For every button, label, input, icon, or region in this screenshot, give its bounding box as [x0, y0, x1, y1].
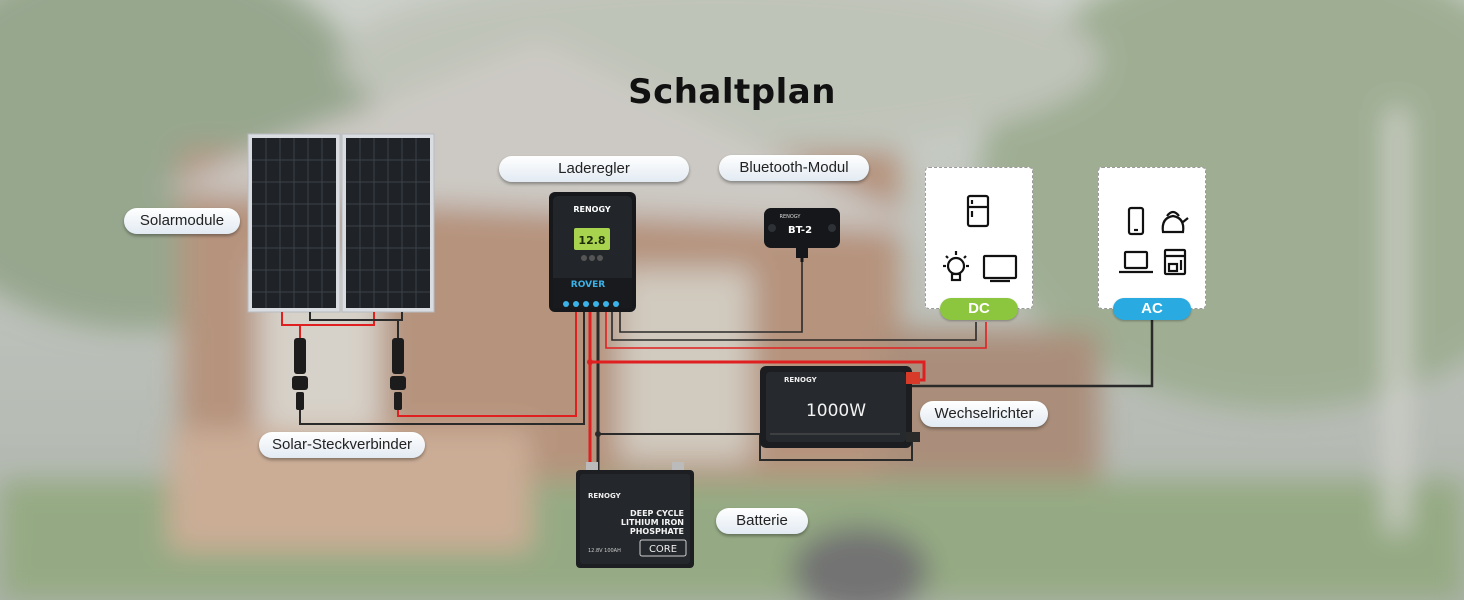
battery-device: RENOGY DEEP CYCLE LITHIUM IRON PHOSPHATE… — [576, 462, 694, 568]
page-title: Schaltplan — [628, 72, 836, 112]
inverter-power: 1000W — [806, 401, 866, 421]
bluetooth-module-device: RENOGY BT-2 — [764, 208, 840, 262]
ac-loads-card — [1098, 167, 1206, 309]
light-bulb-icon — [943, 251, 969, 282]
controller-brand: RENOGY — [573, 205, 611, 214]
label-solar-modules: Solarmodule — [124, 208, 240, 234]
battery-spec: 12.8V 100AH — [588, 548, 621, 554]
solar-panel-left — [247, 133, 341, 313]
battery-brand: RENOGY — [588, 492, 622, 500]
label-bluetooth-module: Bluetooth-Modul — [719, 155, 869, 181]
panel-harness — [281, 312, 403, 338]
ac-tag: AC — [1113, 298, 1191, 320]
battery-line2: LITHIUM IRON — [621, 518, 684, 527]
coffee-machine-icon — [1163, 248, 1187, 276]
solar-panel-right — [341, 133, 435, 313]
label-battery: Batterie — [716, 508, 808, 534]
controller-display: 12.8 — [578, 234, 605, 247]
label-inverter: Wechselrichter — [920, 401, 1048, 427]
bt-model: BT-2 — [788, 225, 812, 236]
fridge-icon — [966, 194, 990, 228]
label-solar-connectors: Solar-Steckverbinder — [259, 432, 425, 458]
battery-series: CORE — [649, 544, 677, 555]
battery-line1: DEEP CYCLE — [630, 509, 684, 518]
solar-connectors — [292, 338, 406, 410]
controller-model: ROVER — [571, 280, 605, 290]
laptop-icon — [1119, 250, 1153, 274]
charge-controller: RENOGY 12.8 ROVER — [549, 192, 636, 312]
dc-loads-card — [925, 167, 1033, 309]
inverter-device: RENOGY 1000W — [760, 366, 920, 448]
inverter-brand: RENOGY — [784, 376, 818, 384]
pv-wires — [299, 312, 585, 425]
kettle-icon — [1161, 210, 1189, 234]
tv-icon — [982, 254, 1018, 283]
dc-tag: DC — [940, 298, 1018, 320]
battery-line3: PHOSPHATE — [630, 527, 684, 536]
smartphone-icon — [1127, 206, 1145, 236]
label-charge-controller: Laderegler — [499, 156, 689, 182]
bt-brand: RENOGY — [780, 214, 802, 220]
